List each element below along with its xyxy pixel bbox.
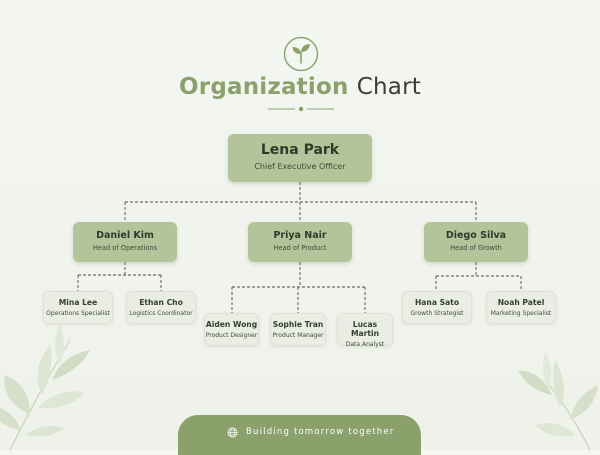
connector-product-team — [231, 262, 366, 313]
node-staff-data-analyst: Lucas Martin Data Analyst — [337, 313, 393, 348]
node-staff-operations-specialist: Mina Lee Operations Specialist — [43, 291, 113, 324]
staff-name: Ethan Cho — [139, 298, 183, 307]
leaf-decoration-left — [0, 325, 90, 450]
staff-name: Hana Sato — [414, 298, 460, 307]
staff-name: Sophie Tran — [272, 320, 324, 329]
footer-banner: Building tomorrow together — [178, 415, 421, 455]
staff-name: Mina Lee — [58, 298, 98, 307]
staff-role: Product Designer — [205, 332, 258, 339]
staff-role: Operations Specialist — [46, 310, 110, 317]
leaf-sprout-icon — [283, 36, 319, 72]
staff-role: Data Analyst — [345, 341, 385, 348]
node-ceo: Lena Park Chief Executive Officer — [228, 134, 372, 182]
footer-text: Building tomorrow together — [246, 427, 395, 437]
connector-ops-team — [77, 262, 162, 291]
page-title: Organization Chart — [0, 74, 600, 100]
node-head-operations: Daniel Kim Head of Operations — [73, 222, 177, 262]
globe-icon — [227, 427, 238, 438]
title-secondary: Chart — [356, 74, 421, 100]
staff-role: Logistics Coordinator — [129, 310, 193, 317]
connector-ceo-to-heads — [124, 182, 477, 222]
node-staff-logistics-coordinator: Ethan Cho Logistics Coordinator — [126, 291, 196, 324]
head-name: Diego Silva — [445, 230, 507, 241]
leaf-decoration-right — [518, 352, 598, 450]
node-head-product: Priya Nair Head of Product — [248, 222, 352, 262]
staff-role: Product Manager — [272, 332, 324, 339]
ceo-name: Lena Park — [260, 142, 340, 158]
head-name: Priya Nair — [273, 230, 327, 241]
head-name: Daniel Kim — [96, 230, 154, 241]
staff-name: Lucas Martin — [350, 320, 380, 338]
node-staff-growth-strategist: Hana Sato Growth Strategist — [402, 291, 472, 324]
node-head-growth: Diego Silva Head of Growth — [424, 222, 528, 262]
connector-growth-team — [435, 262, 522, 291]
title-divider — [268, 106, 334, 112]
node-staff-marketing-specialist: Noah Patel Marketing Specialist — [486, 291, 556, 324]
staff-role: Marketing Specialist — [490, 310, 552, 317]
staff-name: Aiden Wong — [205, 320, 258, 329]
staff-role: Growth Strategist — [410, 310, 464, 317]
ceo-role: Chief Executive Officer — [254, 162, 346, 171]
node-staff-product-manager: Sophie Tran Product Manager — [270, 313, 326, 346]
node-staff-product-designer: Aiden Wong Product Designer — [204, 313, 259, 346]
head-role: Head of Operations — [92, 244, 158, 252]
head-role: Head of Product — [273, 244, 327, 252]
staff-name: Noah Patel — [497, 298, 545, 307]
title-primary: Organization — [179, 74, 349, 100]
head-role: Head of Growth — [450, 244, 502, 252]
